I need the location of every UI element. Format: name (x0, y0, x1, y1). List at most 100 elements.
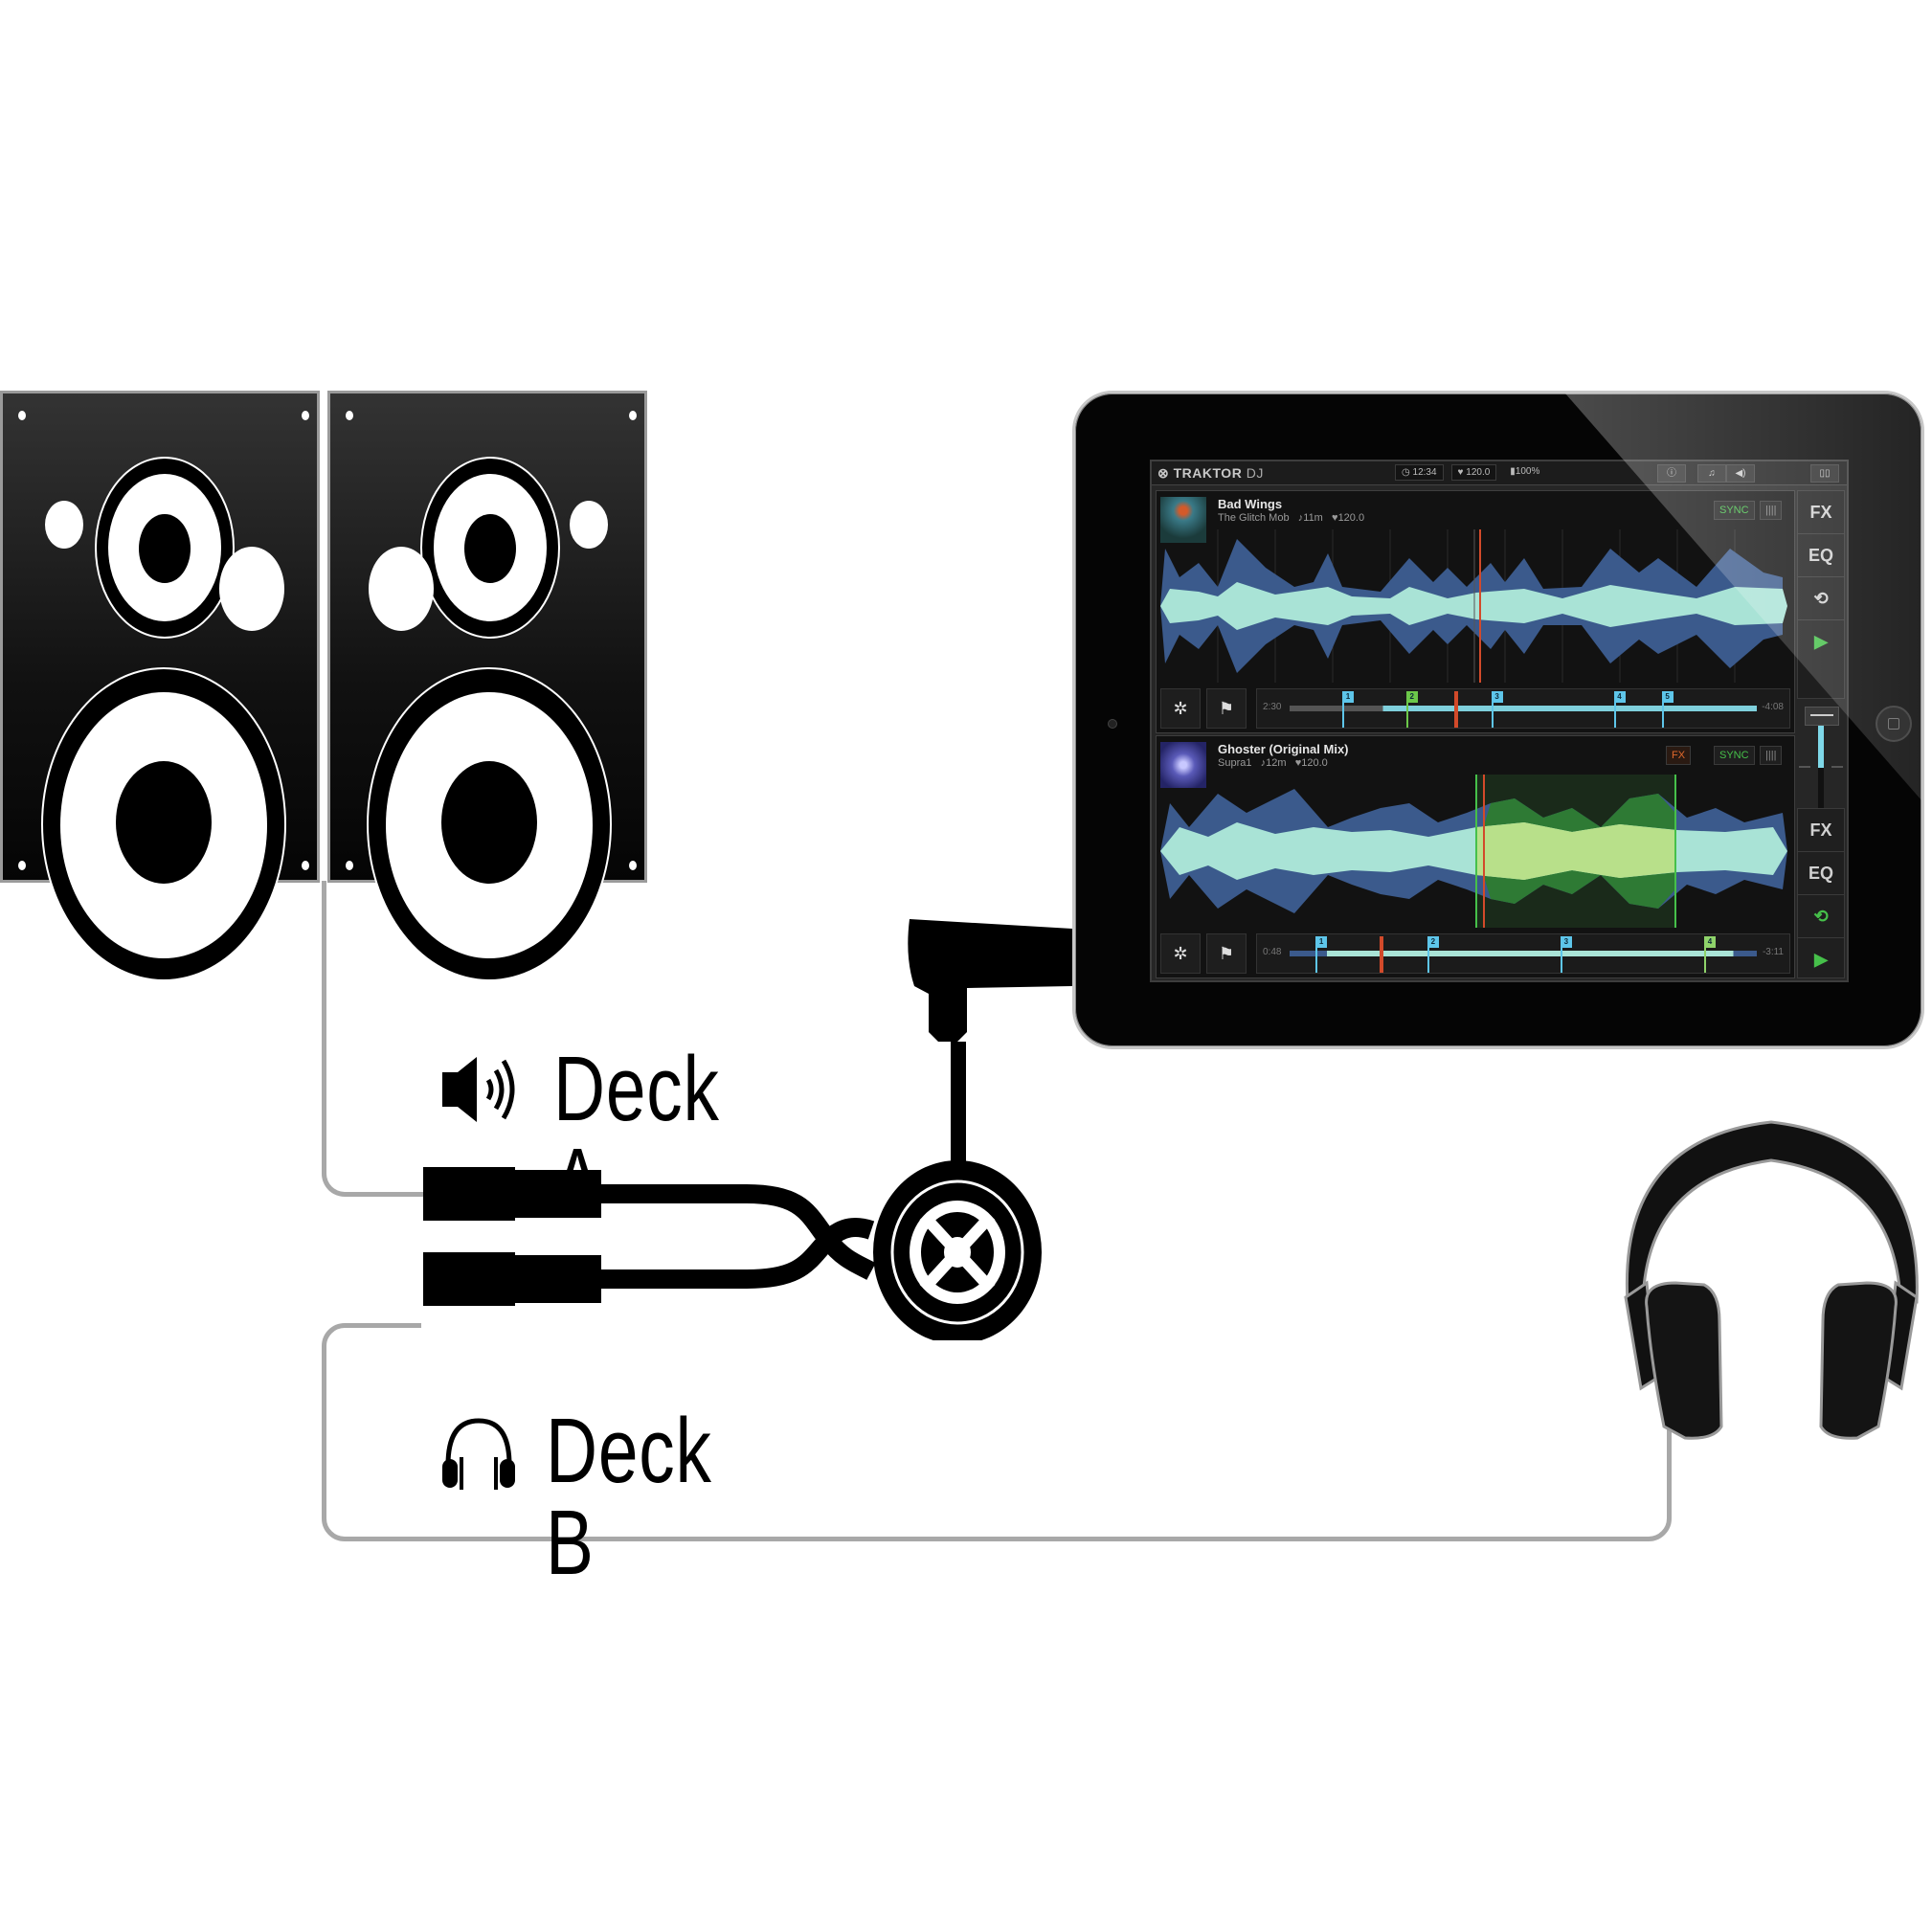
deck-b-controls: ✲ ⚑ 0:48 -3:11 1 2 3 4 (1160, 933, 1792, 974)
speaker-cable (322, 881, 427, 1197)
loop-icon: ⟲ (1813, 907, 1829, 926)
deck-b-label: Deck B (546, 1400, 712, 1594)
library-icon: ♫ (1708, 468, 1716, 479)
freeze-button[interactable]: ✲ (1160, 688, 1201, 729)
screw (18, 861, 26, 870)
remaining-time: -4:08 (1762, 702, 1784, 712)
info-icon: ⓘ (1667, 468, 1676, 479)
track-title: Ghoster (Original Mix) (1218, 742, 1349, 756)
tablet: ⊗ TRAKTOR DJ ◷ 12:34 ♥ 120.0 ▮100% ⓘ ♫ ◀… (1072, 391, 1924, 1049)
play-button[interactable]: ▶ (1798, 620, 1844, 663)
camera (1108, 719, 1117, 729)
cue-point[interactable]: 3 (1560, 936, 1572, 948)
beatgrid-button[interactable]: |||| (1760, 746, 1783, 765)
waveform[interactable] (1160, 775, 1792, 928)
deck-b: Ghoster (Original Mix) Supra1 ♪12m ♥120.… (1156, 735, 1795, 978)
home-button[interactable] (1876, 706, 1912, 742)
top-bar: ⊗ TRAKTOR DJ ◷ 12:34 ♥ 120.0 ▮100% ⓘ ♫ ◀… (1152, 461, 1847, 485)
deck-a-label: Deck A (553, 1038, 720, 1232)
track-meta: The Glitch Mob ♪11m ♥120.0 (1218, 512, 1365, 524)
overview-wave (1290, 706, 1757, 711)
screw (629, 861, 637, 870)
cue-flag-button[interactable]: ⚑ (1206, 688, 1247, 729)
cue-point[interactable]: 2 (1405, 691, 1418, 703)
clock-icon: ◷ (1402, 467, 1410, 478)
splitter-cable (423, 919, 1072, 1340)
heart-icon: ♥ (1457, 467, 1464, 478)
layout-icon: ▯▯ (1819, 468, 1831, 479)
tweeter (95, 457, 235, 639)
cue-point[interactable]: 1 (1315, 936, 1328, 948)
freeze-button[interactable]: ✲ (1160, 933, 1201, 974)
loop-button[interactable]: ⟲ (1798, 577, 1844, 620)
cue-point[interactable]: 3 (1491, 691, 1503, 703)
screw (302, 861, 309, 870)
play-icon: ▶ (1814, 950, 1828, 969)
eq-button[interactable]: EQ (1798, 534, 1844, 577)
layout-button[interactable]: ▯▯ (1810, 464, 1839, 483)
cue-point[interactable]: 1 (1341, 691, 1354, 703)
album-art (1160, 742, 1206, 788)
loop-button[interactable]: ⟲ (1798, 895, 1844, 938)
album-art (1160, 497, 1206, 543)
woofer (41, 667, 286, 981)
port-small (45, 501, 83, 549)
port-large (219, 547, 284, 631)
waveform[interactable] (1160, 529, 1792, 683)
play-button[interactable]: ▶ (1798, 938, 1844, 980)
tweeter (420, 457, 560, 639)
playhead (1379, 936, 1383, 973)
cue-point[interactable]: 5 (1661, 691, 1674, 703)
track-overview[interactable]: 0:48 -3:11 1 2 3 4 (1256, 933, 1790, 974)
crossfader[interactable] (1797, 701, 1845, 823)
port-small (570, 501, 608, 549)
woofer (367, 667, 612, 981)
traktor-logo-icon: ⊗ (1157, 465, 1170, 481)
sync-button[interactable]: SYNC (1714, 501, 1755, 520)
snowflake-icon: ✲ (1173, 944, 1188, 963)
headphones-icon (442, 1418, 515, 1490)
flag-icon: ⚑ (1218, 699, 1235, 718)
library-button[interactable]: ♫ (1697, 464, 1726, 483)
eq-button[interactable]: EQ (1798, 852, 1844, 895)
speaker-right (327, 391, 647, 981)
elapsed-time: 0:48 (1263, 947, 1282, 957)
fx-button[interactable]: FX (1798, 491, 1844, 534)
track-overview[interactable]: 2:30 -4:08 1 2 3 4 5 (1256, 688, 1790, 729)
cue-point[interactable]: 4 (1613, 691, 1626, 703)
cue-flag-button[interactable]: ⚑ (1206, 933, 1247, 974)
fader-knob[interactable] (1805, 707, 1839, 726)
battery-icon: ▮ (1510, 466, 1516, 477)
volume-button[interactable]: ◀) (1726, 464, 1755, 483)
overview-wave (1290, 951, 1757, 956)
deck-a-controls: ✲ ⚑ 2:30 -4:08 1 2 3 4 5 (1160, 688, 1792, 729)
screw (629, 411, 637, 420)
fader-track (1818, 726, 1824, 821)
track-title: Bad Wings (1218, 497, 1283, 511)
snowflake-icon: ✲ (1173, 699, 1188, 718)
deck-b-side-panel: FX EQ ⟲ ▶ (1797, 808, 1845, 978)
screw (346, 411, 353, 420)
cue-point[interactable]: 2 (1427, 936, 1439, 948)
playhead (1453, 691, 1458, 728)
play-icon: ▶ (1814, 632, 1828, 651)
beatgrid-button[interactable]: |||| (1760, 501, 1783, 520)
flag-icon: ⚑ (1218, 944, 1235, 963)
fx-button[interactable]: FX (1798, 809, 1844, 852)
track-meta: Supra1 ♪12m ♥120.0 (1218, 757, 1328, 769)
screw (18, 411, 26, 420)
headphones (1624, 1120, 1919, 1440)
battery-stat: ▮100% (1510, 466, 1540, 477)
cue-point[interactable]: 4 (1704, 936, 1717, 948)
volume-icon: ◀) (1735, 468, 1746, 479)
sync-button[interactable]: SYNC (1714, 746, 1755, 765)
deck-fx-button[interactable]: FX (1666, 746, 1692, 765)
info-button[interactable]: ⓘ (1657, 464, 1686, 483)
status-group: ◷ 12:34 ♥ 120.0 ▮100% (1395, 464, 1545, 481)
master-bpm-stat[interactable]: ♥ 120.0 (1450, 464, 1497, 481)
traktor-dj-screen: ⊗ TRAKTOR DJ ◷ 12:34 ♥ 120.0 ▮100% ⓘ ♫ ◀… (1150, 460, 1849, 982)
port-large (369, 547, 434, 631)
clock-stat: ◷ 12:34 (1395, 464, 1444, 481)
screw (302, 411, 309, 420)
speaker-left (0, 391, 320, 981)
